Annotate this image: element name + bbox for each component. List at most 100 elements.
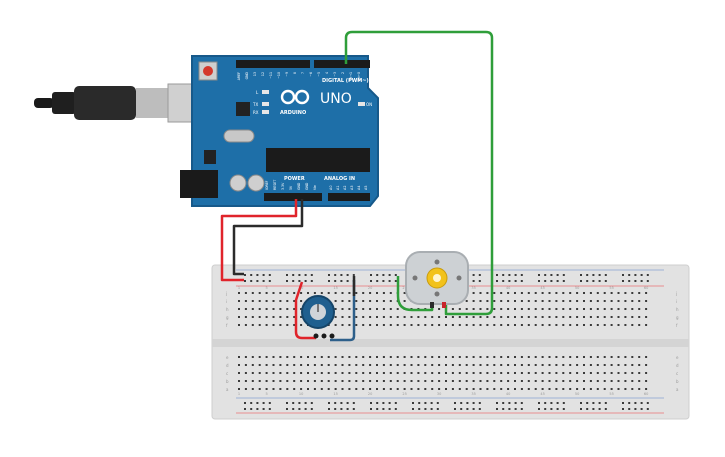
breadboard-hole[interactable] [382, 356, 385, 358]
breadboard-hole[interactable] [645, 388, 648, 390]
breadboard-hole[interactable] [520, 364, 523, 366]
breadboard-hole[interactable] [465, 380, 468, 382]
power-rail-hole[interactable] [334, 280, 337, 282]
breadboard-hole[interactable] [307, 372, 309, 374]
breadboard-hole[interactable] [293, 372, 296, 374]
breadboard-hole[interactable] [479, 300, 482, 302]
power-rail-hole[interactable] [508, 408, 511, 410]
power-rail-hole[interactable] [502, 274, 505, 276]
power-rail-hole[interactable] [394, 274, 397, 276]
breadboard-hole[interactable] [472, 316, 475, 318]
breadboard-hole[interactable] [555, 324, 558, 326]
power-rail-hole[interactable] [586, 274, 589, 276]
breadboard-hole[interactable] [403, 388, 406, 390]
breadboard-hole[interactable] [307, 388, 309, 390]
breadboard-hole[interactable] [541, 356, 544, 358]
breadboard-hole[interactable] [417, 388, 420, 390]
power-rail-hole[interactable] [250, 274, 253, 276]
breadboard-hole[interactable] [327, 292, 330, 294]
breadboard-hole[interactable] [617, 324, 620, 326]
breadboard-hole[interactable] [334, 300, 337, 302]
breadboard-hole[interactable] [355, 380, 358, 382]
power-rail-hole[interactable] [310, 274, 313, 276]
breadboard-hole[interactable] [258, 364, 261, 366]
power-rail-hole[interactable] [472, 280, 475, 282]
power-rail-hole[interactable] [424, 408, 427, 410]
breadboard-hole[interactable] [410, 372, 413, 374]
breadboard-hole[interactable] [251, 324, 254, 326]
breadboard-hole[interactable] [307, 356, 309, 358]
breadboard-hole[interactable] [500, 308, 503, 310]
power-rail-hole[interactable] [472, 402, 475, 404]
breadboard-hole[interactable] [244, 300, 247, 302]
breadboard-hole[interactable] [472, 364, 475, 366]
breadboard-hole[interactable] [514, 308, 516, 310]
breadboard-hole[interactable] [286, 308, 289, 310]
breadboard-hole[interactable] [610, 292, 613, 294]
power-rail-hole[interactable] [640, 408, 643, 410]
power-rail-hole[interactable] [598, 402, 601, 404]
breadboard-hole[interactable] [279, 356, 282, 358]
breadboard-hole[interactable] [320, 380, 323, 382]
breadboard-hole[interactable] [417, 356, 420, 358]
breadboard-hole[interactable] [293, 292, 296, 294]
power-rail-hole[interactable] [382, 274, 385, 276]
power-rail-hole[interactable] [262, 280, 265, 282]
power-rail-hole[interactable] [388, 402, 391, 404]
breadboard-hole[interactable] [369, 364, 372, 366]
breadboard-hole[interactable] [251, 380, 254, 382]
breadboard-hole[interactable] [534, 364, 537, 366]
breadboard-hole[interactable] [327, 388, 330, 390]
motor-terminal-1[interactable] [430, 302, 434, 308]
breadboard-hole[interactable] [589, 380, 592, 382]
power-rail-hole[interactable] [412, 402, 414, 404]
breadboard-hole[interactable] [279, 324, 282, 326]
power-rail-hole[interactable] [478, 408, 481, 410]
power-rail-hole[interactable] [580, 408, 582, 410]
breadboard-hole[interactable] [520, 308, 523, 310]
power-rail-hole[interactable] [646, 408, 649, 410]
power-rail-hole[interactable] [592, 402, 595, 404]
breadboard-hole[interactable] [576, 364, 579, 366]
breadboard-hole[interactable] [514, 380, 516, 382]
breadboard-hole[interactable] [500, 316, 503, 318]
breadboard-hole[interactable] [479, 292, 482, 294]
breadboard-hole[interactable] [631, 300, 634, 302]
breadboard-hole[interactable] [238, 300, 240, 302]
breadboard-hole[interactable] [555, 380, 558, 382]
power-rail-hole[interactable] [454, 402, 456, 404]
breadboard-hole[interactable] [300, 356, 303, 358]
breadboard-hole[interactable] [376, 388, 378, 390]
breadboard-hole[interactable] [265, 316, 268, 318]
breadboard-hole[interactable] [272, 356, 275, 358]
breadboard-hole[interactable] [514, 388, 516, 390]
breadboard-hole[interactable] [403, 324, 406, 326]
breadboard-hole[interactable] [645, 308, 648, 310]
breadboard-hole[interactable] [403, 292, 406, 294]
breadboard-hole[interactable] [320, 364, 323, 366]
breadboard-hole[interactable] [596, 364, 599, 366]
power-rail-hole[interactable] [418, 402, 421, 404]
power-rail-hole[interactable] [286, 408, 288, 410]
power-rail-hole[interactable] [394, 402, 397, 404]
breadboard-hole[interactable] [534, 372, 537, 374]
breadboard-hole[interactable] [334, 292, 337, 294]
breadboard-hole[interactable] [527, 356, 530, 358]
breadboard-hole[interactable] [286, 356, 289, 358]
wire-pot-red[interactable] [294, 281, 316, 340]
power-rail-hole[interactable] [256, 408, 259, 410]
power-rail-hole[interactable] [496, 408, 498, 410]
breadboard-hole[interactable] [341, 308, 344, 310]
breadboard-hole[interactable] [293, 300, 296, 302]
breadboard-hole[interactable] [286, 300, 289, 302]
breadboard-hole[interactable] [562, 388, 565, 390]
breadboard-hole[interactable] [389, 388, 392, 390]
breadboard-hole[interactable] [520, 324, 523, 326]
breadboard-hole[interactable] [624, 372, 627, 374]
breadboard-hole[interactable] [334, 380, 337, 382]
breadboard-hole[interactable] [348, 300, 351, 302]
power-rail-hole[interactable] [562, 280, 565, 282]
breadboard-hole[interactable] [548, 356, 551, 358]
breadboard-hole[interactable] [396, 388, 399, 390]
